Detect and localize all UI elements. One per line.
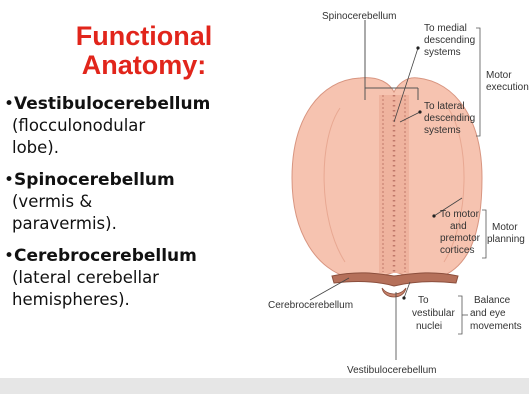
leader-dot bbox=[418, 110, 421, 113]
label-balance-eye-movements: Balance and eye movements bbox=[470, 295, 522, 332]
label-motor-execution: Motor execution bbox=[486, 70, 529, 93]
label-vestibulocerebellum: Vestibulocerebellum bbox=[347, 365, 437, 376]
label-spinocerebellum: Spinocerebellum bbox=[322, 11, 397, 22]
label-to-vestibular-nuclei: To vestibular nuclei bbox=[412, 295, 458, 332]
nodulus bbox=[382, 288, 406, 297]
label-to-motor-cortices: To motor and premotor cortices bbox=[440, 209, 483, 256]
bottom-strip bbox=[0, 378, 529, 394]
leader-dot bbox=[416, 46, 419, 49]
flocculonodular-lobe bbox=[332, 273, 458, 286]
label-cerebrocerebellum: Cerebrocerebellum bbox=[268, 300, 353, 311]
bracket-balance bbox=[458, 296, 462, 334]
spinocerebellum-bracket bbox=[365, 20, 418, 100]
label-motor-planning: Motor planning bbox=[487, 222, 525, 245]
leader-dot bbox=[432, 214, 435, 217]
label-to-medial: To medial descending systems bbox=[424, 23, 478, 58]
leader-dot bbox=[402, 296, 405, 299]
